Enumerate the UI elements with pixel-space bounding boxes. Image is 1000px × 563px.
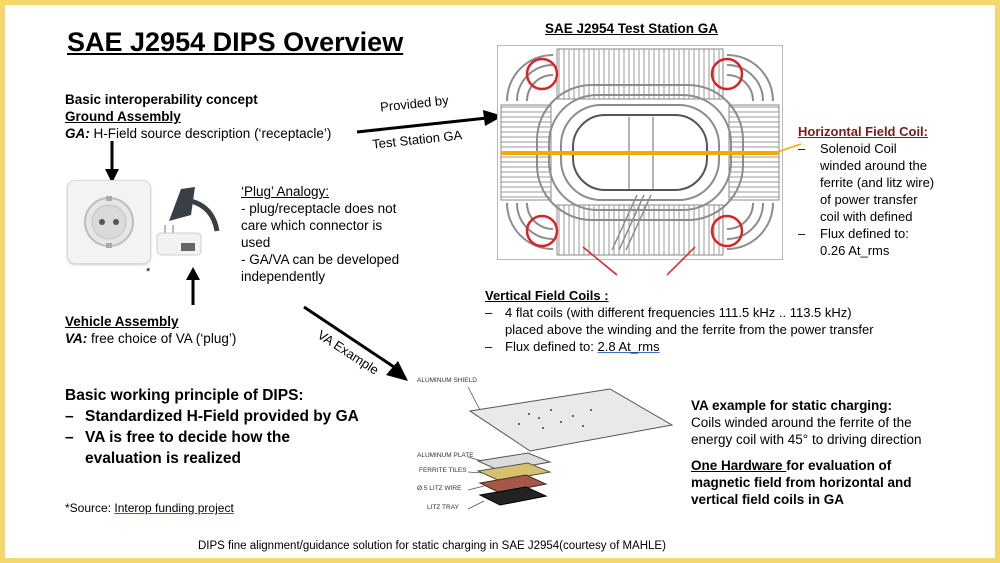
plug-line: used — [241, 235, 271, 250]
source-note: *Source: Interop funding project — [65, 501, 234, 515]
vertical-coil-marker — [710, 57, 744, 91]
hardware-line: One Hardware for evaluation of — [691, 458, 892, 473]
exploded-label: ALUMINUM SHIELD — [417, 377, 477, 384]
horizontal-leader-line — [771, 143, 802, 155]
vertical-coils-block: Vertical Field Coils : –4 flat coils (wi… — [485, 287, 874, 355]
plug-line: independently — [241, 269, 326, 284]
plug-line: - GA/VA can be developed — [241, 252, 400, 267]
va-static-line: Coils winded around the ferrite of the — [691, 415, 912, 430]
vertical-item-continued: placed above the winding and the ferrite… — [505, 322, 874, 337]
vertical-coils-heading: Vertical Field Coils : — [485, 288, 609, 303]
principle-item: –VA is free to decide how the — [65, 429, 290, 446]
source-prefix: *Source: — [65, 501, 115, 515]
up-arrow-icon — [186, 267, 200, 305]
va-text: free choice of VA (‘plug’) — [87, 331, 237, 346]
vehicle-assembly-block: Vehicle Assembly VA: free choice of VA (… — [65, 313, 236, 347]
plug-analogy-heading: ‘Plug’ Analogy: — [241, 184, 330, 199]
exploded-label: Ø.5 LITZ WIRE — [417, 485, 462, 492]
test-station-heading: SAE J2954 Test Station GA — [545, 21, 719, 36]
va-static-line: energy coil with 45° to driving directio… — [691, 432, 922, 447]
vertical-coil-marker — [710, 214, 744, 248]
provided-by-arrow — [356, 110, 503, 134]
down-arrow-icon — [105, 141, 119, 183]
test-station-diagram — [497, 45, 783, 260]
page-title: SAE J2954 DIPS Overview — [67, 27, 404, 57]
va-description: VA: free choice of VA (‘plug’) — [65, 330, 236, 347]
hardware-line: vertical field coils in GA — [691, 492, 845, 507]
principle-item-continued: evaluation is realized — [85, 450, 241, 467]
hardware-line: magnetic field from horizontal and — [691, 475, 912, 490]
figure-caption: DIPS fine alignment/guidance solution fo… — [198, 540, 666, 552]
exploded-label: ALUMINUM PLATE — [417, 452, 474, 459]
vertical-item: –Flux defined to: 2.8 At_rms — [485, 339, 660, 354]
exploded-label: LITZ TRAY — [427, 504, 459, 511]
vehicle-assembly-heading: Vehicle Assembly — [65, 314, 179, 329]
principle-item: –Standardized H-Field provided by GA — [65, 408, 359, 425]
ground-assembly-heading: Ground Assembly — [65, 109, 181, 124]
plug-analogy-block: ‘Plug’ Analogy: - plug/receptacle does n… — [241, 183, 399, 285]
socket-icon — [84, 196, 134, 248]
plug-line: - plug/receptacle does not — [241, 201, 397, 216]
ga-description: GA: H-Field source description (‘recepta… — [65, 125, 331, 142]
va-static-heading: VA example for static charging: — [691, 398, 893, 413]
principle-block: Basic working principle of DIPS: –Standa… — [65, 385, 359, 469]
horizontal-item: – Solenoid Coil winded around the ferrit… — [798, 141, 935, 224]
horizontal-coil-heading: Horizontal Field Coil: — [798, 124, 928, 139]
plug-icon — [156, 187, 220, 256]
slide: SAE J2954 DIPS Overview Basic interopera… — [5, 5, 995, 558]
ga-text: H-Field source description (‘receptacle’… — [89, 126, 332, 141]
ground-assembly-block: Basic interoperability concept Ground As… — [65, 91, 331, 142]
ga-prefix: GA: — [65, 126, 90, 141]
va-prefix: VA: — [65, 331, 88, 346]
concept-heading: Basic interoperability concept — [65, 92, 258, 107]
leader-lines — [582, 246, 696, 276]
exploded-label: FERRITE TILES — [419, 467, 467, 474]
horizontal-coil-block: Horizontal Field Coil: – Solenoid Coil w… — [798, 123, 934, 259]
principle-heading: Basic working principle of DIPS: — [65, 387, 304, 404]
source-asterisk: * — [146, 266, 151, 278]
va-exploded-view — [467, 386, 674, 510]
source-link[interactable]: Interop funding project — [114, 501, 234, 515]
horizontal-item: – Flux defined to: 0.26 At_rms — [798, 226, 909, 258]
va-example-arrow — [303, 305, 408, 381]
plug-line: care which connector is — [241, 218, 383, 233]
va-static-block: VA example for static charging: Coils wi… — [691, 397, 922, 508]
socket-image — [67, 180, 151, 264]
vertical-coil-marker — [525, 57, 559, 91]
vertical-coil-marker — [525, 214, 559, 248]
vertical-item: –4 flat coils (with different frequencie… — [485, 305, 852, 320]
